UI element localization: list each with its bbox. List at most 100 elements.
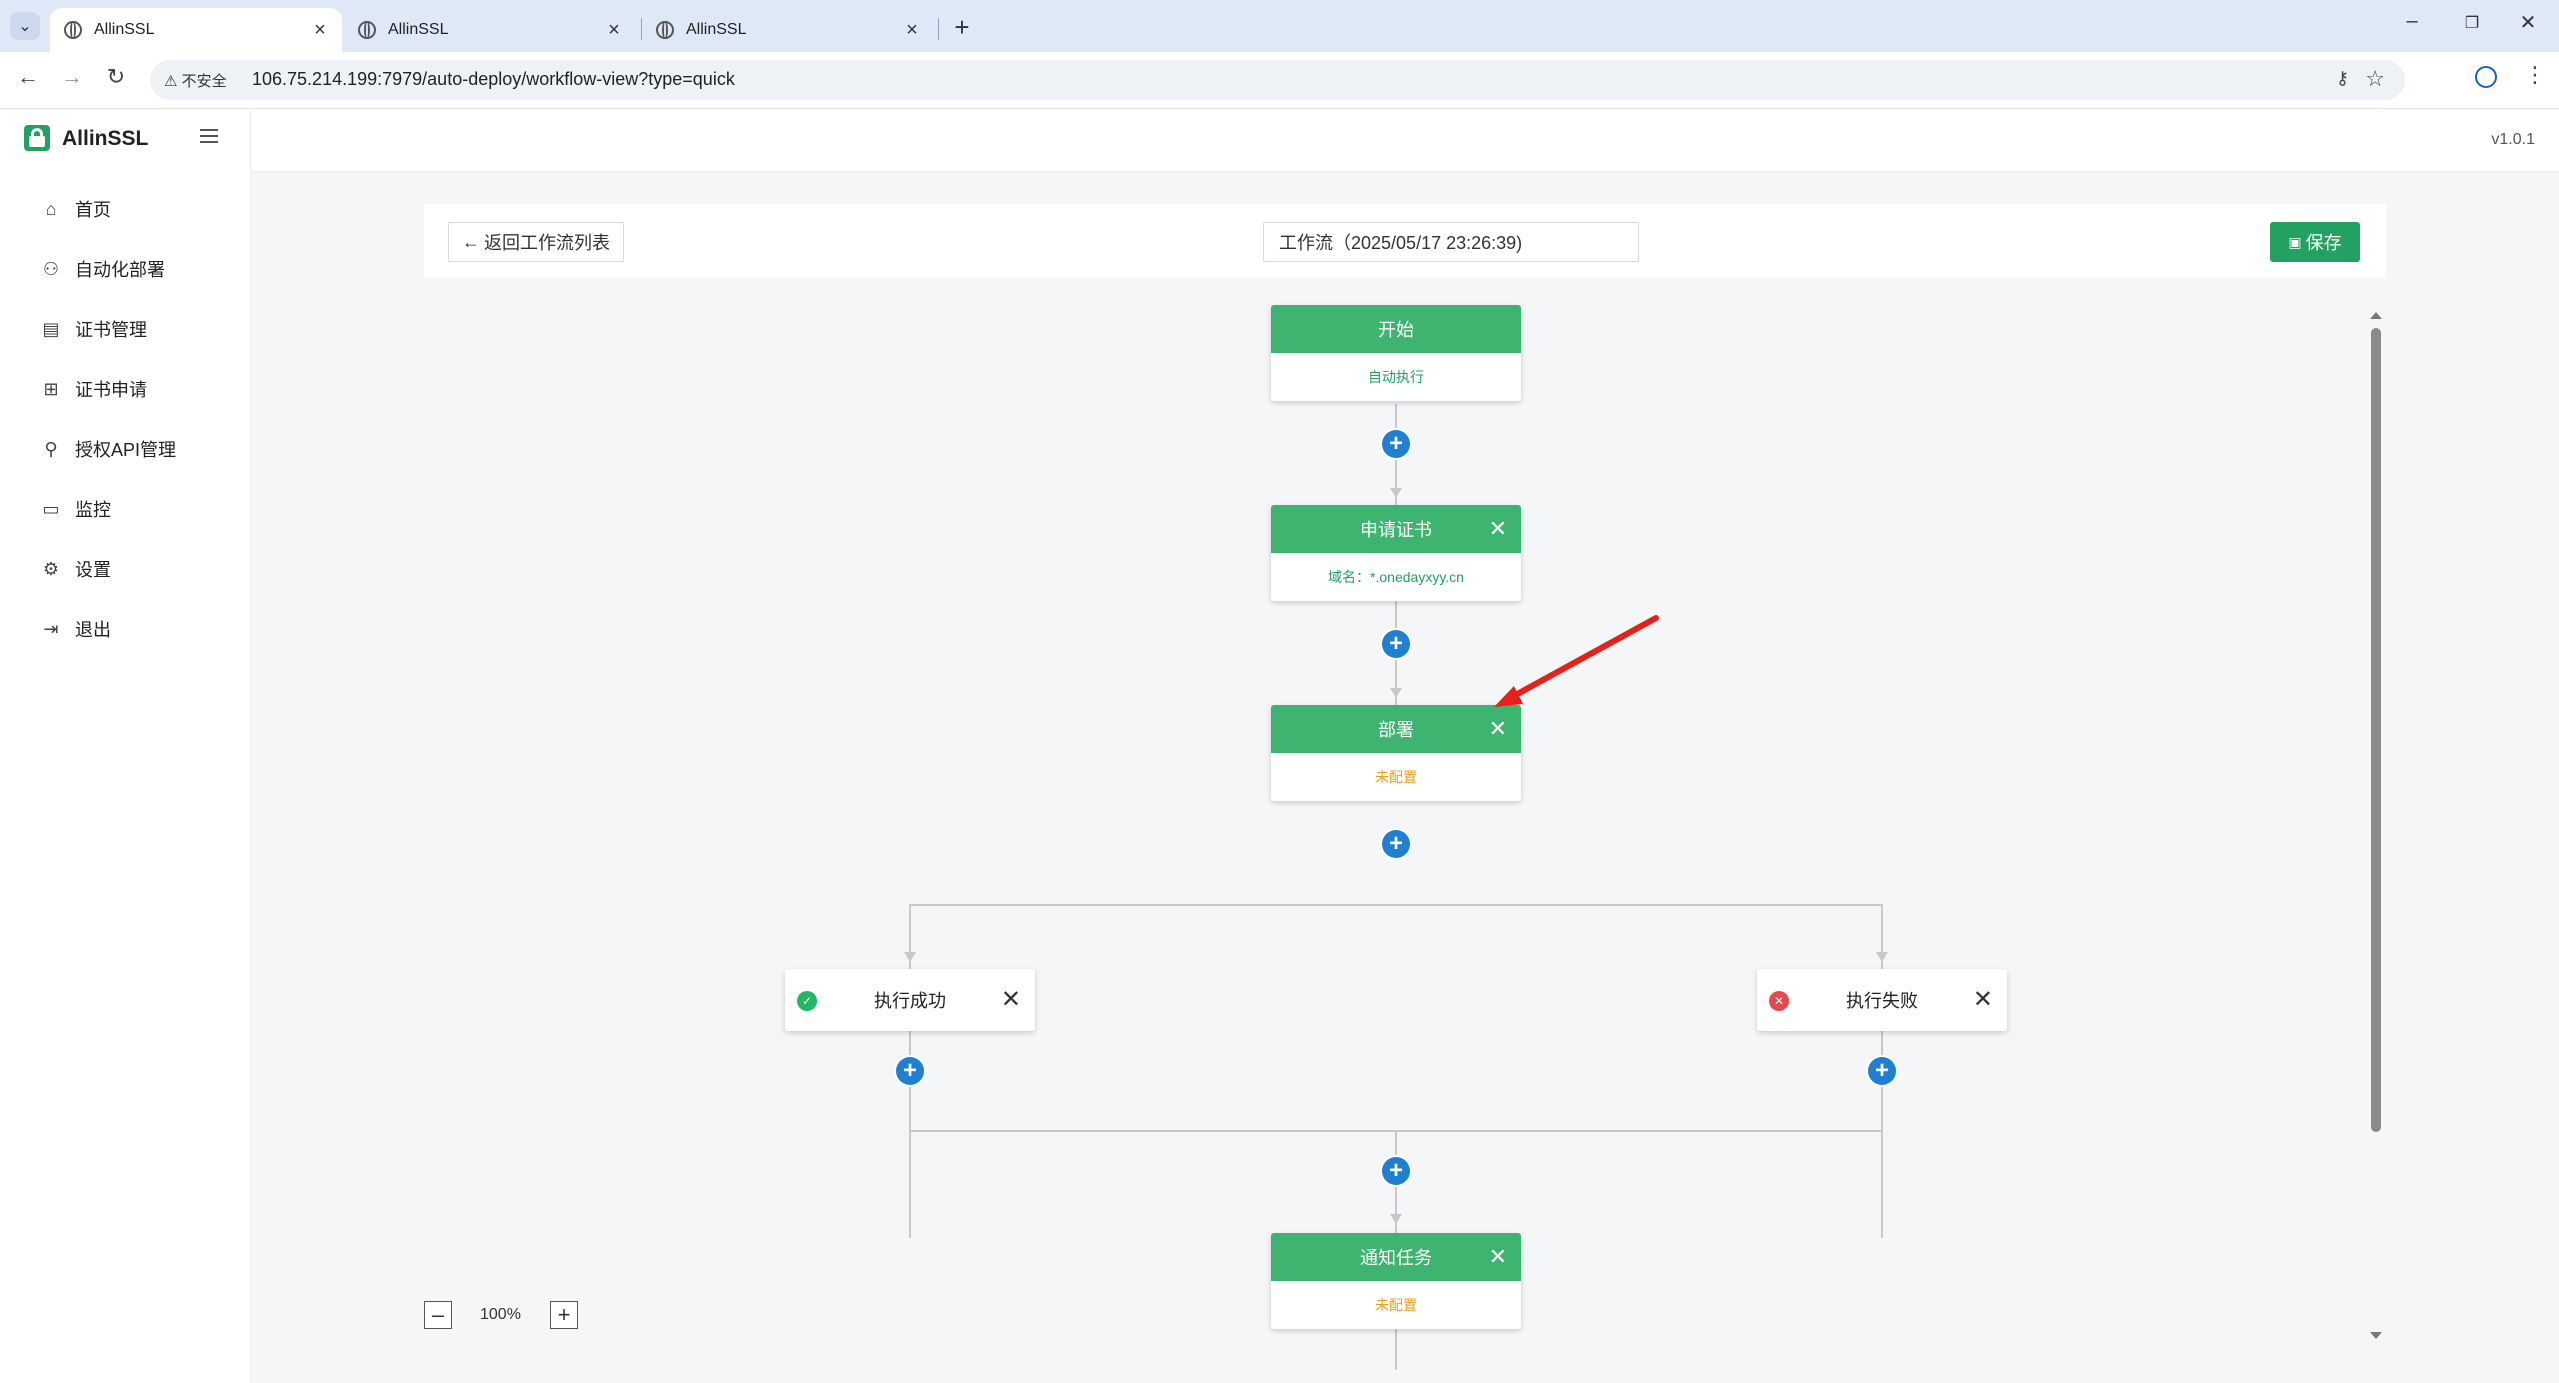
security-warning[interactable]: ⚠ 不安全	[164, 73, 227, 90]
sidebar-item-label: 证书管理	[75, 320, 147, 340]
close-icon[interactable]: ✕	[1488, 516, 1507, 541]
api-plug-icon: ⚲	[44, 438, 58, 459]
browser-tab-2[interactable]: AllinSSL ×	[344, 8, 636, 52]
zoom-in-button[interactable]: +	[550, 1301, 578, 1329]
bookmark-star-icon[interactable]: ☆	[2365, 66, 2385, 91]
close-icon[interactable]: ✕	[1488, 1244, 1507, 1269]
add-node-button[interactable]: +	[1382, 1157, 1410, 1185]
arrow-left-icon: ←	[462, 231, 480, 252]
tab-title: AllinSSL	[94, 21, 155, 38]
scrollbar-thumb[interactable]	[2371, 328, 2381, 1132]
forward-arrow-icon[interactable]: →	[61, 64, 83, 89]
add-node-button[interactable]: +	[896, 1057, 924, 1085]
sidebar-item-label: 监控	[75, 500, 111, 520]
scroll-up-arrow-icon[interactable]	[2370, 312, 2382, 319]
workflow-toolbar: ← 返回工作流列表 工作流（2025/05/17 23:26:39) ▣ 保存	[424, 204, 2386, 278]
profile-icon[interactable]	[2475, 66, 2497, 88]
close-icon[interactable]: ✕	[1000, 986, 1021, 1013]
minimize-icon[interactable]: –	[2406, 10, 2418, 32]
globe-icon	[64, 21, 82, 39]
back-arrow-icon[interactable]: ←	[17, 64, 39, 89]
connector-arrow	[904, 952, 916, 962]
node-header: 开始	[1271, 305, 1521, 353]
workflow-name-value: 工作流（2025/05/17 23:26:39)	[1279, 233, 1523, 253]
certificate-icon: ▤	[42, 318, 60, 339]
check-circle-icon: ✓	[797, 991, 817, 1011]
new-tab-icon[interactable]: +	[954, 12, 970, 42]
branch-label: 执行失败	[1846, 991, 1918, 1011]
tab-close-icon[interactable]: ×	[608, 18, 620, 41]
restore-icon[interactable]: ❐	[2464, 15, 2480, 32]
workflow-canvas: 开始 自动执行 + 申请证书 ✕ 域名：*.onedayxyy.cn + 部署 …	[424, 278, 2386, 1383]
key-icon[interactable]: ⚷	[2335, 68, 2349, 88]
workflow-name-input[interactable]: 工作流（2025/05/17 23:26:39)	[1263, 222, 1639, 262]
add-node-button[interactable]: +	[1382, 430, 1410, 458]
close-icon[interactable]: ✕	[1972, 986, 1993, 1013]
gear-icon: ⚙	[42, 558, 60, 579]
node-title: 通知任务	[1360, 1248, 1432, 1268]
node-body: 域名：*.onedayxyy.cn	[1328, 569, 1464, 585]
monitor-icon: ▭	[42, 498, 60, 519]
connector-arrow	[1390, 688, 1402, 698]
window-close-icon[interactable]: ✕	[2519, 12, 2537, 34]
node-header: 申请证书 ✕	[1271, 505, 1521, 553]
sidebar-item-api[interactable]: ⚲ 授权API管理	[0, 419, 250, 479]
error-circle-icon: ✕	[1769, 991, 1789, 1011]
tab-title: AllinSSL	[388, 21, 449, 38]
sidebar-item-certificates[interactable]: ▤ 证书管理	[0, 299, 250, 359]
add-node-button[interactable]: +	[1382, 830, 1410, 858]
add-node-button[interactable]: +	[1382, 630, 1410, 658]
tab-close-icon[interactable]: ×	[314, 18, 326, 41]
sidebar-item-apply-cert[interactable]: ⊞ 证书申请	[0, 359, 250, 419]
node-body: 未配置	[1375, 1297, 1417, 1313]
sidebar-item-label: 自动化部署	[75, 260, 165, 280]
logo-icon	[24, 125, 50, 151]
save-button[interactable]: ▣ 保存	[2270, 222, 2360, 262]
node-header: 通知任务 ✕	[1271, 1233, 1521, 1281]
tab-separator	[641, 18, 642, 40]
zoom-out-button[interactable]: –	[424, 1301, 452, 1329]
node-apply-certificate[interactable]: 申请证书 ✕ 域名：*.onedayxyy.cn	[1271, 505, 1521, 601]
node-body: 未配置	[1375, 769, 1417, 785]
sidebar-item-logout[interactable]: ⇥ 退出	[0, 599, 250, 659]
sidebar-item-auto-deploy[interactable]: ⚇ 自动化部署	[0, 239, 250, 299]
scroll-down-arrow-icon[interactable]	[2370, 1332, 2382, 1339]
back-to-list-button[interactable]: ← 返回工作流列表	[448, 222, 624, 262]
tab-title: AllinSSL	[686, 21, 747, 38]
plus-square-icon: ⊞	[43, 378, 59, 399]
app-name: AllinSSL	[62, 127, 149, 150]
connector-arrow	[1876, 952, 1888, 962]
sidebar-item-settings[interactable]: ⚙ 设置	[0, 539, 250, 599]
browser-tab-3[interactable]: AllinSSL ×	[642, 8, 934, 52]
close-icon[interactable]: ✕	[1488, 716, 1507, 741]
sidebar-item-label: 证书申请	[75, 380, 147, 400]
browser-tab-bar: ⌄ AllinSSL × AllinSSL × AllinSSL × + – ❐…	[0, 0, 2559, 52]
back-button-label: 返回工作流列表	[484, 233, 610, 253]
tab-close-icon[interactable]: ×	[906, 18, 918, 41]
node-deploy[interactable]: 部署 ✕ 未配置	[1271, 705, 1521, 801]
branch-line-top	[909, 904, 1882, 906]
globe-icon	[358, 21, 376, 39]
branch-success[interactable]: ✓ 执行成功 ✕	[785, 969, 1035, 1031]
node-start[interactable]: 开始 自动执行	[1271, 305, 1521, 401]
sidebar-item-home[interactable]: ⌂ 首页	[0, 179, 250, 239]
tab-search-button[interactable]: ⌄	[10, 12, 40, 40]
collapse-menu-icon[interactable]	[200, 129, 218, 143]
deploy-icon: ⚇	[42, 258, 60, 279]
branch-failure[interactable]: ✕ 执行失败 ✕	[1757, 969, 2007, 1031]
home-icon: ⌂	[45, 198, 57, 219]
add-node-button[interactable]: +	[1868, 1057, 1896, 1085]
save-icon: ▣	[2288, 233, 2302, 250]
branch-label: 执行成功	[874, 991, 946, 1011]
sidebar-menu: ⌂ 首页 ⚇ 自动化部署 ▤ 证书管理 ⊞ 证书申请 ⚲ 授权API管理 ▭ 监…	[0, 179, 250, 659]
url-input[interactable]: ⚠ 不安全 106.75.214.199:7979/auto-deploy/wo…	[150, 60, 2405, 100]
node-notify[interactable]: 通知任务 ✕ 未配置	[1271, 1233, 1521, 1329]
sidebar-item-label: 首页	[75, 200, 111, 220]
browser-tab-1[interactable]: AllinSSL ×	[50, 8, 342, 52]
reload-icon[interactable]: ↻	[106, 64, 126, 89]
sidebar-item-label: 设置	[75, 560, 111, 580]
browser-menu-icon[interactable]: ⋮	[2524, 62, 2546, 87]
sidebar-item-monitor[interactable]: ▭ 监控	[0, 479, 250, 539]
logout-icon: ⇥	[43, 618, 59, 639]
globe-icon	[656, 21, 674, 39]
